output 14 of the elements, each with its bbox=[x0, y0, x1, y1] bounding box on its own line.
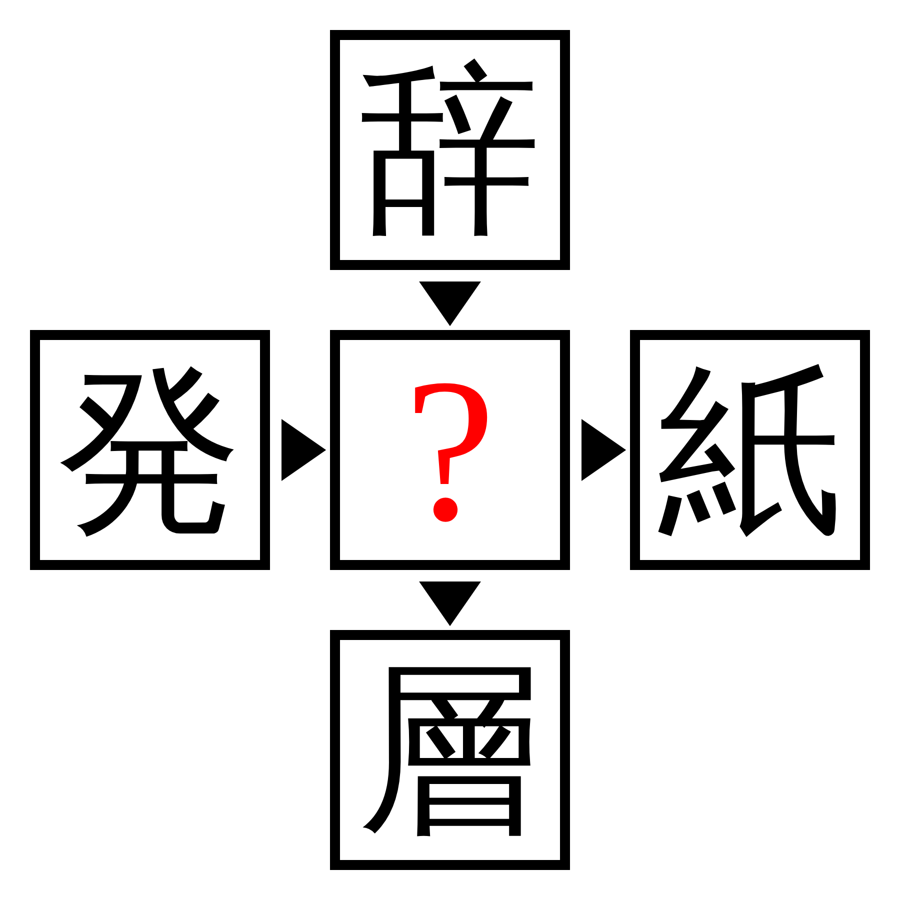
kanji-character: 発 bbox=[58, 358, 242, 542]
arrow bbox=[282, 419, 326, 481]
question-mark: ? bbox=[404, 348, 496, 552]
arrow bbox=[419, 582, 481, 626]
puzzle-tile bbox=[330, 630, 570, 870]
puzzle-tile bbox=[330, 330, 570, 570]
puzzle-tile bbox=[30, 330, 270, 570]
puzzle-tile bbox=[330, 30, 570, 270]
kanji-character: 紙 bbox=[658, 358, 842, 542]
arrow bbox=[419, 282, 481, 326]
kanji-character: 辞 bbox=[358, 58, 542, 242]
arrow bbox=[582, 419, 626, 481]
puzzle-tile bbox=[630, 330, 870, 570]
kanji-character: 層 bbox=[358, 658, 542, 842]
